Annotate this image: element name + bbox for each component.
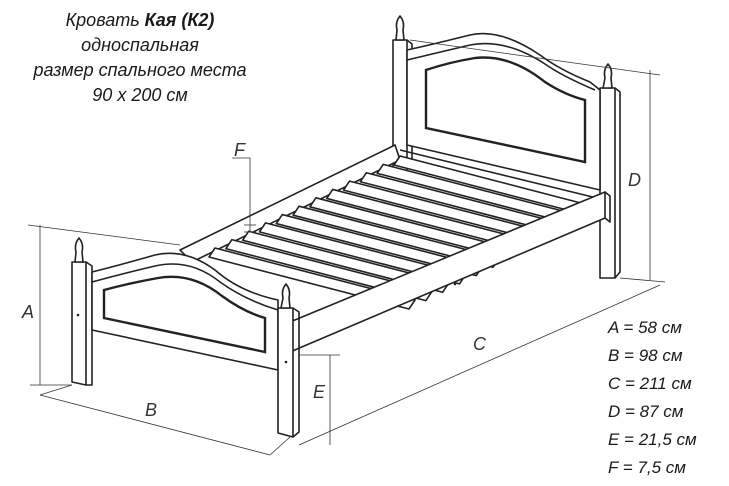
dimension-lines — [27, 39, 666, 456]
title-prefix: Кровать — [65, 10, 145, 30]
dimension-b: B = 98 см — [608, 346, 683, 365]
dimension-a: A = 58 см — [608, 318, 682, 337]
label-f: F — [234, 140, 246, 160]
model-name: Кая (К2) — [144, 10, 215, 30]
label-c: C — [473, 334, 487, 354]
headboard — [392, 15, 621, 279]
title-line-2: односпальная — [81, 35, 199, 55]
slat — [292, 205, 500, 268]
dimension-f: F = 7,5 см — [608, 458, 686, 477]
label-b: B — [145, 400, 157, 420]
title-line-3: размер спального места — [33, 60, 247, 80]
dimension-list: A = 58 см B = 98 см C = 211 см D = 87 см… — [608, 314, 697, 482]
title-block: Кровать Кая (К2) односпальная размер спа… — [0, 8, 280, 108]
title-line-4: 90 х 200 см — [92, 85, 188, 105]
dimension-e: E = 21,5 см — [608, 430, 697, 449]
label-a: A — [21, 302, 34, 322]
slat — [275, 213, 484, 277]
frame — [179, 144, 611, 353]
footboard — [71, 237, 300, 438]
label-d: D — [628, 170, 641, 190]
label-e: E — [313, 382, 326, 402]
dimension-c: C = 211 см — [608, 374, 692, 393]
title-line-1: Кровать Кая (К2) — [0, 8, 280, 33]
slat — [258, 222, 467, 285]
dimension-d: D = 87 см — [608, 402, 684, 421]
